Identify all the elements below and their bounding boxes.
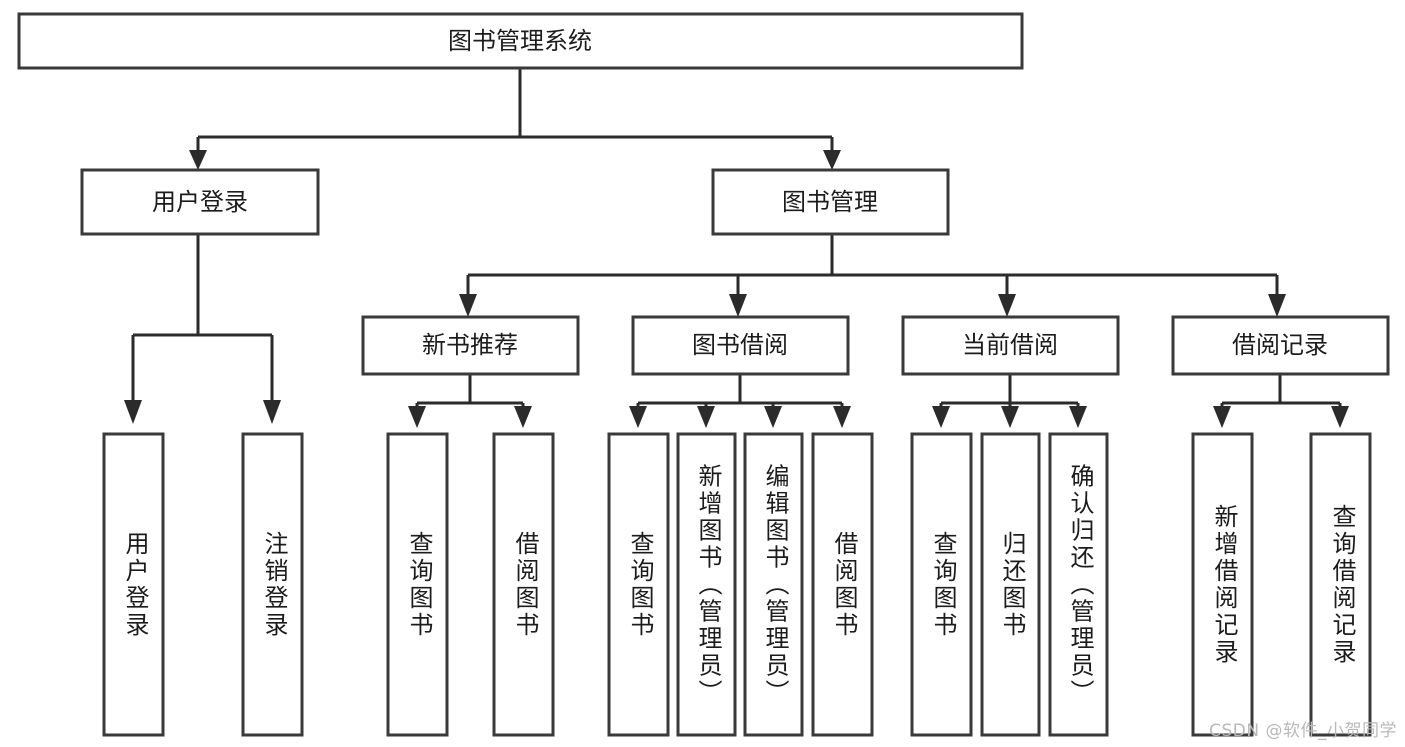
- leaf-user-login-box[interactable]: [102, 432, 165, 737]
- node-user-login-label: 用户登录: [152, 188, 248, 216]
- node-current-borrow-box[interactable]: [901, 315, 1120, 376]
- leaf-br-query-record-label: 查询借阅记录: [1328, 504, 1356, 666]
- leaf-cb-return-book[interactable]: 归还图书: [980, 432, 1041, 737]
- node-root-box[interactable]: [17, 12, 1024, 70]
- arrow-current-borrow: [998, 294, 1016, 317]
- leaf-bb-edit-book-box[interactable]: [743, 432, 804, 737]
- arrow-nb-leaf1: [408, 406, 426, 428]
- leaf-nb-borrow-book[interactable]: 借阅图书: [492, 432, 555, 737]
- leaf-bb-edit-book[interactable]: 编辑图书（管理员）: [743, 432, 804, 737]
- arrow-leaf-logout: [263, 400, 281, 424]
- leaf-user-login[interactable]: 用户登录: [102, 432, 165, 737]
- leaf-cb-query-book[interactable]: 查询图书: [910, 432, 973, 737]
- leaf-bb-query-book[interactable]: 查询图书: [607, 432, 670, 737]
- arrow-bb-leaf1: [629, 406, 647, 428]
- arrow-leaf-user-login: [124, 400, 142, 424]
- leaf-cb-query-book-box[interactable]: [910, 432, 973, 737]
- edge-group: [124, 68, 1349, 428]
- node-borrow-record[interactable]: 借阅记录: [1171, 315, 1390, 376]
- leaf-br-query-record[interactable]: 查询借阅记录: [1309, 432, 1372, 737]
- leaf-cb-return-book-label: 归还图书: [998, 531, 1026, 639]
- leaf-bb-query-book-label: 查询图书: [626, 531, 654, 639]
- node-borrow-record-label: 借阅记录: [1232, 331, 1328, 359]
- leaf-bb-borrow-book-label: 借阅图书: [830, 531, 858, 639]
- node-book-manage-box[interactable]: [711, 168, 950, 236]
- node-root-label: 图书管理系统: [448, 27, 592, 55]
- leaf-nb-query-book-box[interactable]: [386, 432, 449, 737]
- arrow-bb-leaf4: [833, 406, 851, 428]
- leaf-cb-confirm-return[interactable]: 确认归还（管理员）: [1048, 432, 1109, 737]
- leaf-cb-confirm-return-box[interactable]: [1048, 432, 1109, 737]
- arrow-bb-leaf3: [764, 406, 782, 428]
- node-user-login-box[interactable]: [80, 168, 320, 236]
- node-current-borrow-label: 当前借阅: [962, 331, 1058, 359]
- node-new-book-recommend[interactable]: 新书推荐: [361, 315, 580, 376]
- node-borrow-record-box[interactable]: [1171, 315, 1390, 376]
- node-root[interactable]: 图书管理系统: [17, 12, 1024, 70]
- node-current-borrow[interactable]: 当前借阅: [901, 315, 1120, 376]
- arrow-book-borrow: [729, 294, 747, 317]
- leaf-bb-borrow-book[interactable]: 借阅图书: [811, 432, 874, 737]
- node-new-book-recommend-box[interactable]: [361, 315, 580, 376]
- node-book-borrow-box[interactable]: [631, 315, 850, 376]
- leaf-bb-add-book[interactable]: 新增图书（管理员）: [676, 432, 737, 737]
- leaf-nb-query-book-label: 查询图书: [405, 531, 433, 639]
- leaf-cb-return-book-box[interactable]: [980, 432, 1041, 737]
- leaf-bb-borrow-book-box[interactable]: [811, 432, 874, 737]
- leaf-nb-borrow-book-box[interactable]: [492, 432, 555, 737]
- node-book-manage[interactable]: 图书管理: [711, 168, 950, 236]
- leaf-user-login-label: 用户登录: [121, 531, 149, 639]
- arrow-cb-leaf1: [932, 406, 950, 428]
- leaf-br-add-record-label: 新增借阅记录: [1210, 504, 1238, 666]
- arrow-br-leaf2: [1331, 406, 1349, 428]
- node-book-manage-label: 图书管理: [782, 188, 878, 216]
- arrow-new-book: [459, 294, 477, 317]
- arrow-bb-leaf2: [697, 406, 715, 428]
- leaf-nb-borrow-book-label: 借阅图书: [511, 531, 539, 639]
- arrow-book-manage: [823, 150, 841, 170]
- leaf-cb-query-book-label: 查询图书: [929, 531, 957, 639]
- leaf-bb-edit-book-label: 编辑图书（管理员）: [761, 464, 789, 707]
- leaf-bb-add-book-box[interactable]: [676, 432, 737, 737]
- node-user-login[interactable]: 用户登录: [80, 168, 320, 236]
- arrow-cb-leaf2: [1001, 406, 1019, 428]
- leaf-logout-box[interactable]: [241, 432, 304, 737]
- node-book-borrow[interactable]: 图书借阅: [631, 315, 850, 376]
- arrow-br-leaf1: [1213, 406, 1231, 428]
- leaf-br-query-record-box[interactable]: [1309, 432, 1372, 737]
- arrow-cb-leaf3: [1069, 406, 1087, 428]
- leaf-bb-add-book-label: 新增图书（管理员）: [694, 464, 722, 707]
- node-book-borrow-label: 图书借阅: [692, 331, 788, 359]
- leaf-logout[interactable]: 注销登录: [241, 432, 304, 737]
- leaf-bb-query-book-box[interactable]: [607, 432, 670, 737]
- leaf-br-add-record-box[interactable]: [1191, 432, 1254, 737]
- node-new-book-recommend-label: 新书推荐: [422, 331, 518, 359]
- leaf-nb-query-book[interactable]: 查询图书: [386, 432, 449, 737]
- arrow-borrow-record: [1268, 294, 1286, 317]
- arrow-nb-leaf2: [514, 406, 532, 428]
- leaf-br-add-record[interactable]: 新增借阅记录: [1191, 432, 1254, 737]
- leaf-logout-label: 注销登录: [260, 531, 288, 639]
- arrow-user-login: [189, 150, 207, 170]
- leaf-cb-confirm-return-label: 确认归还（管理员）: [1066, 464, 1094, 707]
